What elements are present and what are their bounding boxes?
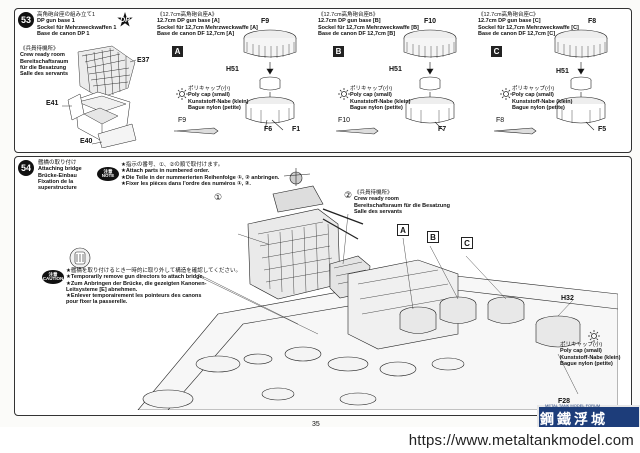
detail-b-drawing [335, 127, 379, 135]
variant-b-letter: B [333, 46, 344, 57]
detail-f9: F9 [178, 117, 187, 124]
part-f7: F7 [438, 126, 447, 133]
polycap-b-icon [338, 88, 350, 100]
detail-f8: F8 [496, 117, 505, 124]
variant-c-title: 《12.7cm高角砲台座C》 12.7cm DP gun base [C] So… [478, 12, 579, 37]
part-f28: F28 [558, 398, 571, 405]
part-f9: F9 [261, 18, 270, 25]
variant-c-drawing [554, 29, 608, 131]
detail-c-drawing [493, 127, 537, 135]
step-54-title: 艦橋の取り付け Attaching bridge Brücke-Einbau F… [38, 160, 82, 192]
crew-room-label-54: 《兵員待機所》 Crew ready room Bereitschaftsrau… [354, 190, 450, 215]
part-h51-c: H51 [556, 68, 569, 75]
forum-logo-text: 鋼鐵浮城 [540, 411, 608, 427]
part-f8: F8 [588, 18, 597, 25]
part-h32: H32 [561, 295, 574, 302]
variant-c-letter: C [491, 46, 502, 57]
variant-a-drawing [243, 29, 297, 131]
polycap-b-label: ポリキャップ(小) Poly cap (small) Kunststoff-Na… [350, 86, 411, 111]
step-53-title-fr: Base de canon DP 1 [37, 30, 90, 37]
polycap-54-icon [588, 330, 600, 342]
gun-director-icon [69, 247, 91, 269]
step-53-title: 高角砲台座の組み立て1 DP gun base 1 Sockel für Meh… [37, 12, 116, 37]
polycap-a-label: ポリキャップ(小) Poly cap (small) Kunststoff-Na… [188, 86, 249, 111]
note-text: ★指示の番号、①、②の順で取付けます。 ★Attach parts in num… [121, 162, 280, 187]
part-e41: E41 [46, 100, 59, 107]
part-e37: E37 [137, 57, 150, 64]
part-f5: F5 [598, 126, 607, 133]
part-f1: F1 [292, 126, 301, 133]
page-number: 35 [312, 421, 320, 428]
forum-logo-subtitle: METAL TANK MODEL FORUM [545, 403, 601, 408]
part-f6: F6 [264, 126, 273, 133]
part-h51-b: H51 [389, 66, 402, 73]
variant-b-drawing [403, 29, 457, 131]
step-53-title-jp: 高角砲台座の組み立て1 [37, 12, 96, 18]
detail-f10: F10 [338, 117, 351, 124]
watermark-url[interactable]: https://www.metaltankmodel.com [408, 432, 634, 449]
polycap-c-icon [500, 88, 512, 100]
polycap-54-label: ポリキャップ(小) Poly cap (small) Kunststoff-Na… [560, 342, 621, 367]
step-54-badge: 54 [18, 160, 34, 176]
bridge-assembly-drawing [137, 168, 618, 410]
crew-room-drawing [62, 45, 137, 148]
detail-a-drawing [174, 127, 219, 135]
part-h51-a: H51 [226, 66, 239, 73]
step-53-title-en: DP gun base 1 [37, 18, 75, 25]
watermark-bar [0, 427, 640, 453]
part-e40: E40 [80, 138, 93, 145]
mount-b-label: B [427, 231, 439, 243]
variant-a-title: 《12.7cm高角砲台座A》 12.7cm DP gun base [A] So… [157, 12, 258, 37]
circle-2: ② [344, 190, 353, 200]
polycap-c-label: ポリキャップ(小) Poly cap (small) Kunststoff-Na… [512, 86, 573, 111]
circle-1: ① [214, 192, 223, 202]
polycap-a-icon [176, 88, 188, 100]
crew-room-label-53: 《兵員待機所》 Crew ready room Bereitschaftsrau… [20, 46, 69, 78]
variant-a-letter: A [172, 46, 183, 57]
step-53-title-de: Sockel für Mehrzweckwaffen 1 [37, 24, 117, 31]
mount-a-label: A [397, 224, 409, 236]
mount-c-label: C [461, 237, 473, 249]
variant-b-title: 《12.7cm高角砲台座B》 12.7cm DP gun base [B] So… [318, 12, 419, 37]
caution-text: ★艦橋を取り付けるとき一時的に取り外して構造を確認してください。 ★Tempor… [66, 268, 241, 306]
step-53-badge: 53 [18, 12, 34, 28]
part-f10: F10 [424, 18, 437, 25]
